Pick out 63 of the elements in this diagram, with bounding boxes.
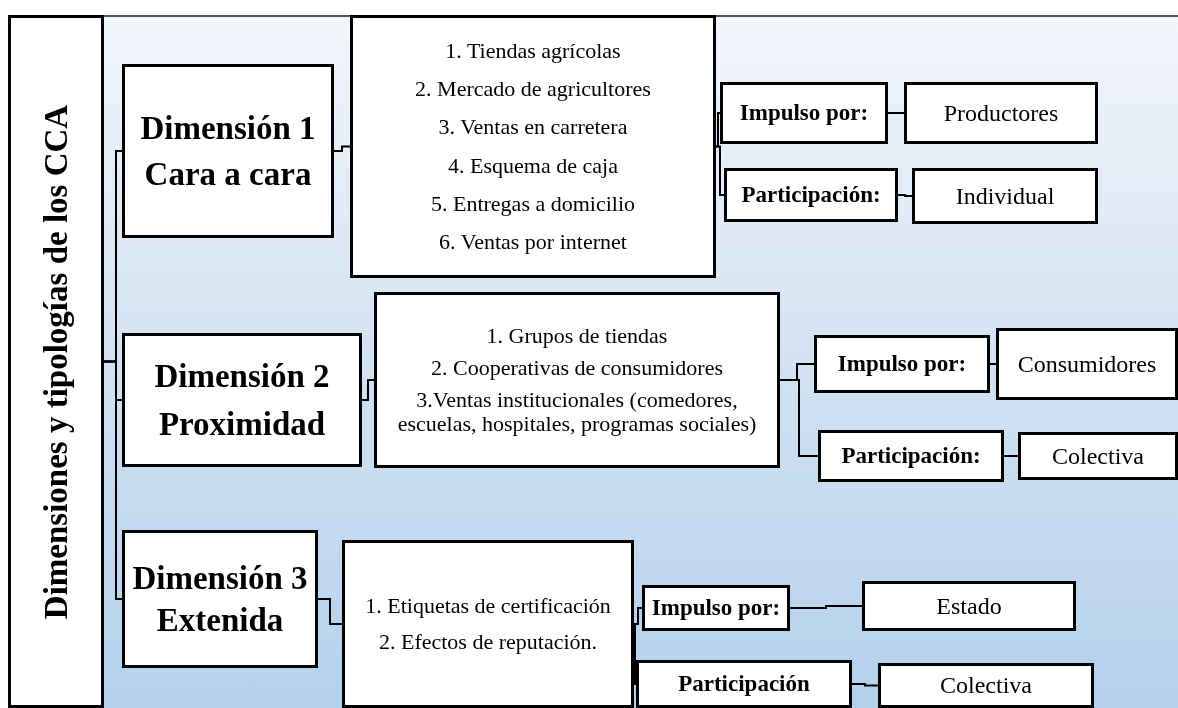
dimension-heading: Dimensión 2	[154, 357, 330, 394]
connector-line	[789, 605, 863, 609]
dimension-heading: Cara a cara	[144, 156, 312, 193]
list-box	[374, 292, 780, 468]
connector-line	[779, 379, 819, 457]
label-box	[720, 82, 888, 144]
list-item: 5. Entregas a domicilio	[430, 191, 636, 216]
list-item: 1. Tiendas agrícolas	[445, 38, 621, 64]
list-item: 6. Ventas por internet	[439, 229, 627, 255]
connector-line	[333, 145, 351, 152]
list-item: 3.Ventas institucionales (comedores, escuelas, hospitales, programas sociales)	[396, 388, 758, 437]
dimension-heading: Dimensión 3	[132, 559, 308, 596]
list-item: 2. Cooperativas de consumidores	[430, 355, 724, 380]
label-box	[642, 585, 790, 631]
key-label: Participación:	[841, 443, 981, 469]
dimension-box	[122, 333, 362, 467]
dimension-box	[122, 64, 334, 238]
value-text: Estado	[936, 592, 1002, 620]
dimension-heading: Proximidad	[158, 406, 326, 443]
connector-line	[317, 598, 343, 625]
value-box	[878, 663, 1094, 708]
value-text: Colectiva	[1052, 442, 1144, 470]
label-box	[636, 660, 852, 708]
list-item: 3. Ventas en carretera	[438, 115, 628, 140]
value-box	[996, 328, 1178, 400]
connector-line	[715, 112, 721, 148]
connector-line	[715, 145, 725, 196]
value-text: Productores	[943, 99, 1059, 127]
title-text: Dimensiones y tipologías de los CCA	[37, 104, 75, 619]
connector-line	[361, 379, 375, 401]
dimension-heading: Dimensión 1	[140, 109, 316, 146]
connector-line	[103, 360, 123, 600]
connector-line	[897, 194, 913, 197]
connector-line	[1003, 455, 1019, 457]
value-text: Consumidores	[1017, 350, 1157, 378]
key-label: Impulso por:	[651, 595, 781, 621]
label-box	[818, 430, 1004, 482]
connector-line	[887, 112, 905, 114]
list-box	[350, 15, 716, 278]
list-item: 2. Efectos de reputación.	[378, 630, 598, 655]
value-text: Colectiva	[940, 672, 1032, 699]
title-box	[8, 15, 104, 708]
list-item: 1. Etiquetas de certificación	[365, 593, 611, 618]
connector-line	[851, 683, 879, 687]
value-box	[862, 581, 1076, 631]
key-label: Impulso por:	[739, 100, 869, 126]
value-text: Individual	[955, 182, 1055, 210]
list-item: 2. Mercado de agricultores	[415, 77, 651, 102]
connector-line	[989, 363, 997, 365]
key-label: Impulso por:	[837, 351, 967, 377]
value-box	[904, 82, 1098, 144]
dimension-box	[122, 530, 318, 668]
key-label: Participación	[678, 671, 810, 697]
dimension-heading: Extenida	[156, 602, 284, 639]
list-item: 4. Esquema de caja	[448, 153, 618, 178]
label-box	[724, 168, 898, 222]
list-box	[342, 540, 634, 708]
key-label: Participación:	[741, 182, 881, 208]
value-box	[912, 168, 1098, 224]
list-item: 1. Grupos de tiendas	[486, 323, 668, 348]
value-box	[1018, 432, 1178, 480]
connector-line	[633, 607, 643, 625]
label-box	[814, 335, 990, 393]
